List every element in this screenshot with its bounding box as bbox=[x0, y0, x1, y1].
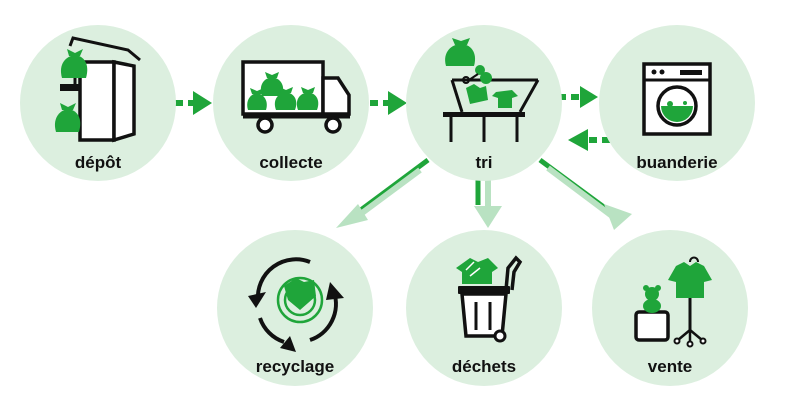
drop-off-container-icon bbox=[54, 36, 141, 143]
node-depot: dépôt bbox=[20, 25, 176, 181]
clothing-rack-icon bbox=[634, 256, 712, 348]
arrow-tri-to-recyclage bbox=[336, 157, 430, 228]
node-label-dechets: déchets bbox=[452, 357, 516, 376]
arrow-collecte-to-tri bbox=[370, 91, 407, 115]
arrow-tri-to-vente bbox=[538, 157, 632, 230]
node-tri: tri bbox=[406, 25, 562, 181]
recycling-cycle-icon bbox=[248, 257, 344, 352]
node-label-tri: tri bbox=[476, 153, 493, 172]
node-collecte: collecte bbox=[213, 25, 369, 181]
washing-machine-icon bbox=[642, 62, 712, 136]
arrow-tri-to-buanderie bbox=[558, 86, 598, 108]
node-buanderie: buanderie bbox=[599, 25, 755, 181]
node-dechets: déchets bbox=[406, 230, 562, 386]
arrow-depot-to-collecte bbox=[175, 91, 212, 115]
delivery-truck-icon bbox=[241, 60, 351, 134]
arrow-buanderie-to-tri bbox=[568, 129, 610, 151]
node-recyclage: recyclage bbox=[217, 230, 373, 386]
node-label-depot: dépôt bbox=[75, 153, 122, 172]
node-label-buanderie: buanderie bbox=[636, 153, 717, 172]
wheelie-bin-icon bbox=[456, 255, 523, 343]
sorting-table-icon bbox=[443, 38, 540, 142]
node-label-vente: vente bbox=[648, 357, 692, 376]
node-label-collecte: collecte bbox=[259, 153, 322, 172]
node-vente: vente bbox=[592, 230, 748, 386]
node-label-recyclage: recyclage bbox=[256, 357, 334, 376]
